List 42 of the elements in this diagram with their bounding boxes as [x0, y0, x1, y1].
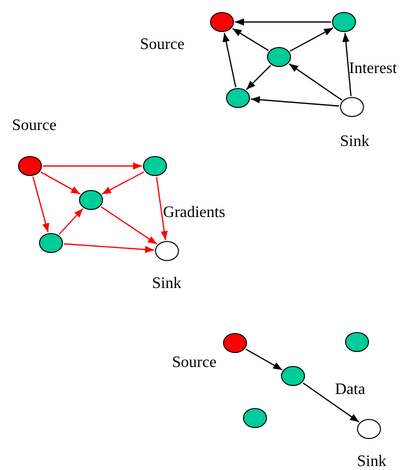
node-circle — [340, 97, 364, 117]
arrow — [342, 32, 352, 96]
arrow — [246, 348, 282, 370]
arrow — [222, 32, 236, 88]
annotation-text: Data — [335, 382, 366, 398]
node-circle — [226, 88, 250, 108]
arrow — [235, 18, 331, 26]
arrow — [250, 96, 340, 107]
arrow — [100, 206, 158, 245]
arrow — [156, 176, 168, 240]
node-circle — [210, 12, 234, 32]
node-circle — [345, 332, 369, 352]
node-caption: Source — [172, 355, 216, 371]
arrow — [64, 243, 154, 254]
arrow — [288, 63, 342, 101]
arrow — [58, 208, 84, 235]
arrow — [102, 171, 144, 195]
arrow — [232, 28, 269, 52]
node-circle — [357, 419, 381, 439]
annotation-text: Gradients — [163, 205, 226, 221]
node-caption: Sink — [340, 134, 370, 150]
annotation-text: Interest — [349, 61, 397, 77]
arrow — [43, 162, 142, 170]
arrow — [290, 27, 334, 52]
node-caption: Sink — [152, 276, 182, 292]
node-circle — [79, 190, 103, 210]
node-circle — [143, 156, 167, 176]
arrow — [246, 64, 272, 90]
arrow — [32, 176, 50, 232]
node-circle — [155, 241, 179, 261]
arrow — [302, 382, 360, 422]
arrow — [40, 172, 80, 194]
node-circle — [39, 233, 63, 253]
node-caption: Sink — [357, 454, 386, 470]
node-circle — [243, 408, 267, 428]
node-circle — [223, 333, 247, 353]
node-circle — [281, 366, 305, 386]
node-circle — [18, 156, 42, 176]
node-circle — [332, 12, 356, 32]
node-caption: Source — [12, 118, 56, 134]
node-circle — [267, 47, 291, 67]
node-caption: Source — [140, 37, 184, 53]
